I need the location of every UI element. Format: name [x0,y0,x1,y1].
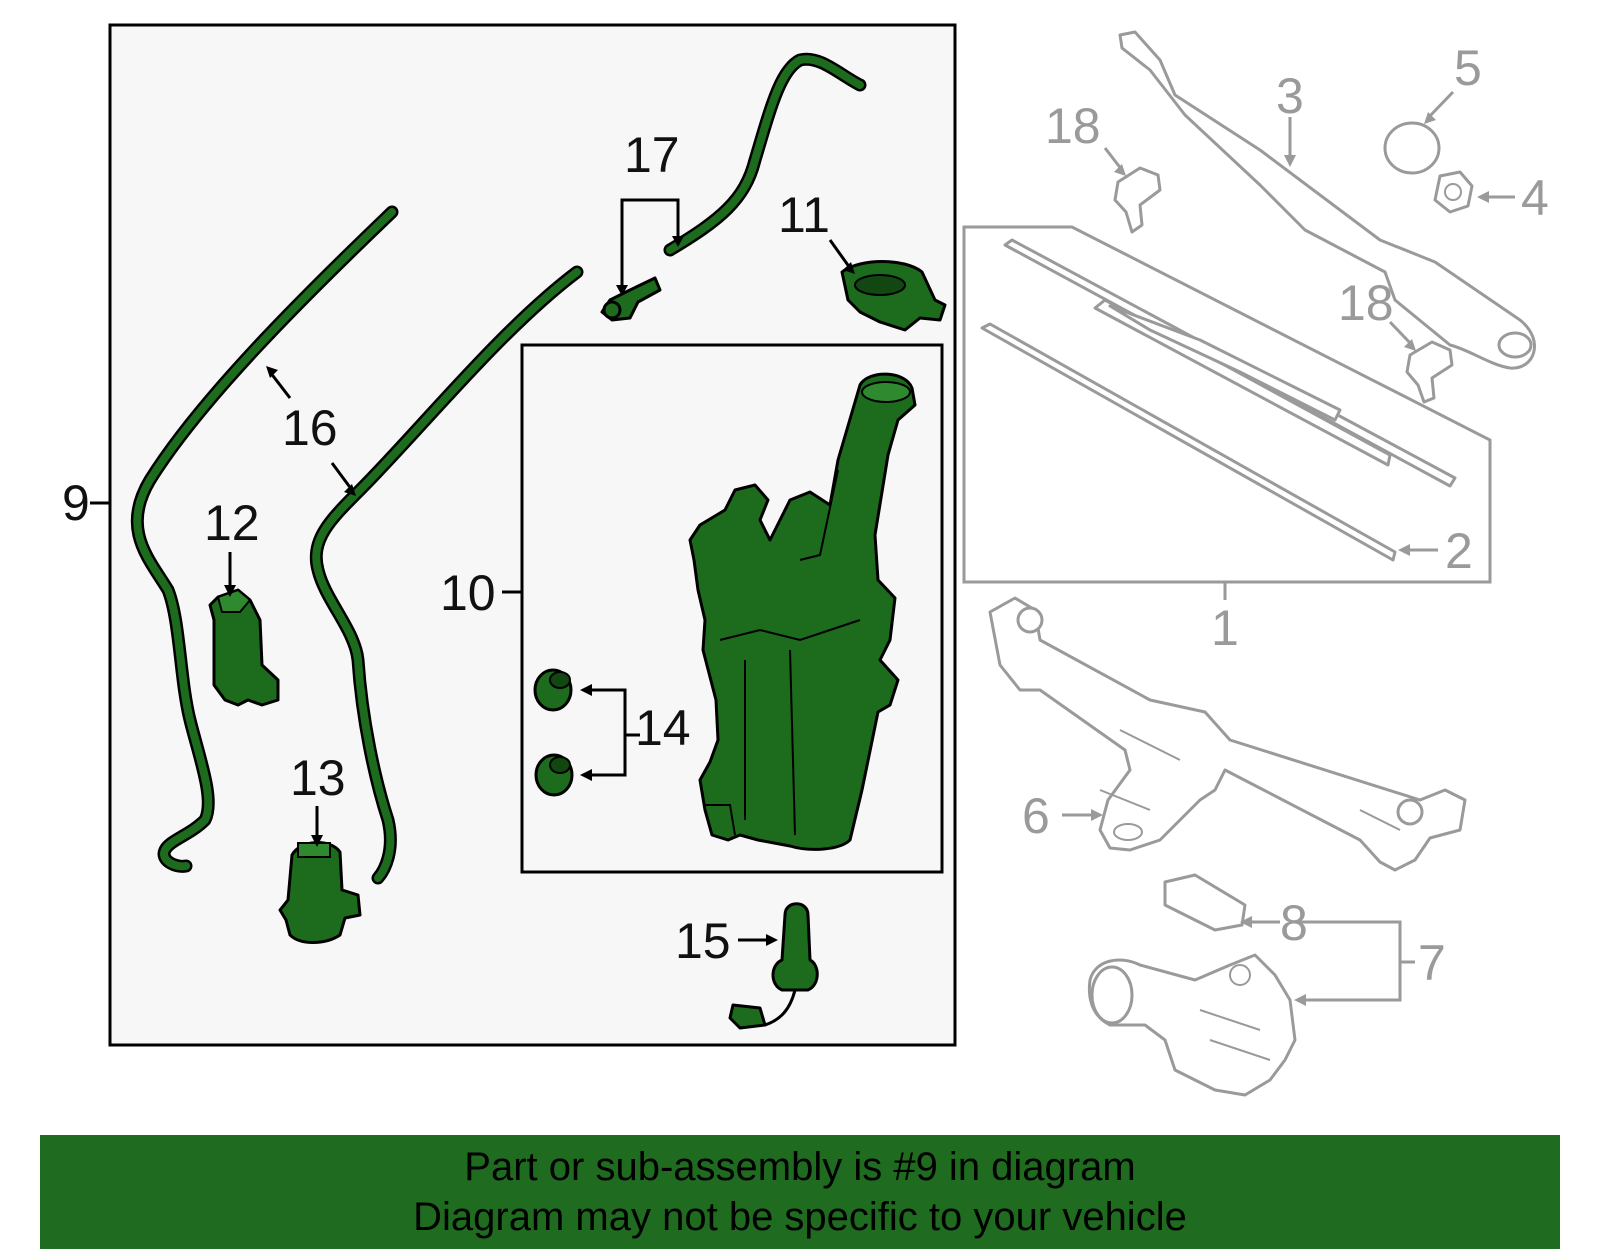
callout-8: 8 [1280,895,1308,951]
blade-insert-2[interactable] [980,322,1397,562]
callout-4: 4 [1521,170,1549,226]
grommet-14-lower[interactable] [534,753,574,797]
callout-1: 1 [1211,600,1239,656]
callout-17: 17 [624,127,680,183]
footer-banner: Part or sub-assembly is #9 in diagram Di… [40,1135,1560,1249]
linkage-6[interactable] [988,596,1467,872]
callout-6: 6 [1022,788,1050,844]
connector-8[interactable] [1163,873,1247,932]
callout-11: 11 [778,187,830,243]
callout-5: 5 [1454,40,1482,96]
pump-13[interactable] [278,841,362,944]
callout-15: 15 [675,913,731,969]
sensor-15[interactable] [728,902,819,1030]
wiper-arm-3[interactable] [1118,30,1536,370]
motor-7[interactable] [1087,953,1297,1097]
callout-13: 13 [290,750,346,806]
washer-5[interactable] [1383,121,1441,175]
reservoir-10[interactable] [688,372,917,851]
cap-11[interactable] [840,260,947,332]
pump-12[interactable] [208,588,280,707]
callout-2: 2 [1445,523,1473,579]
blade-kit-1-box [962,225,1492,584]
grommet-14-upper[interactable] [533,668,573,712]
callout-16: 16 [282,400,338,456]
hose-top[interactable] [663,52,867,257]
leader-14 [585,688,640,777]
callout-18-lower: 18 [1338,275,1394,331]
footer-line-1: Part or sub-assembly is #9 in diagram [464,1145,1136,1189]
callout-12: 12 [204,495,260,551]
footer-line-2: Diagram may not be specific to your vehi… [413,1195,1187,1239]
hose-16-left[interactable] [130,205,399,873]
callout-9: 9 [62,475,90,531]
nozzle-18-upper[interactable] [1113,166,1162,234]
callout-3: 3 [1276,68,1304,124]
nut-4[interactable] [1433,170,1474,214]
hose-16-middle[interactable] [309,265,584,885]
nozzle-18-lower[interactable] [1405,340,1454,404]
connector-17[interactable] [600,276,662,322]
dark-leaders [224,198,855,946]
leader-7 [1290,920,1415,1002]
callout-10: 10 [440,565,496,621]
callout-7: 7 [1418,935,1446,991]
callout-14: 14 [635,700,691,756]
callout-18-upper: 18 [1045,98,1101,154]
wiper-blade[interactable] [1003,238,1457,488]
